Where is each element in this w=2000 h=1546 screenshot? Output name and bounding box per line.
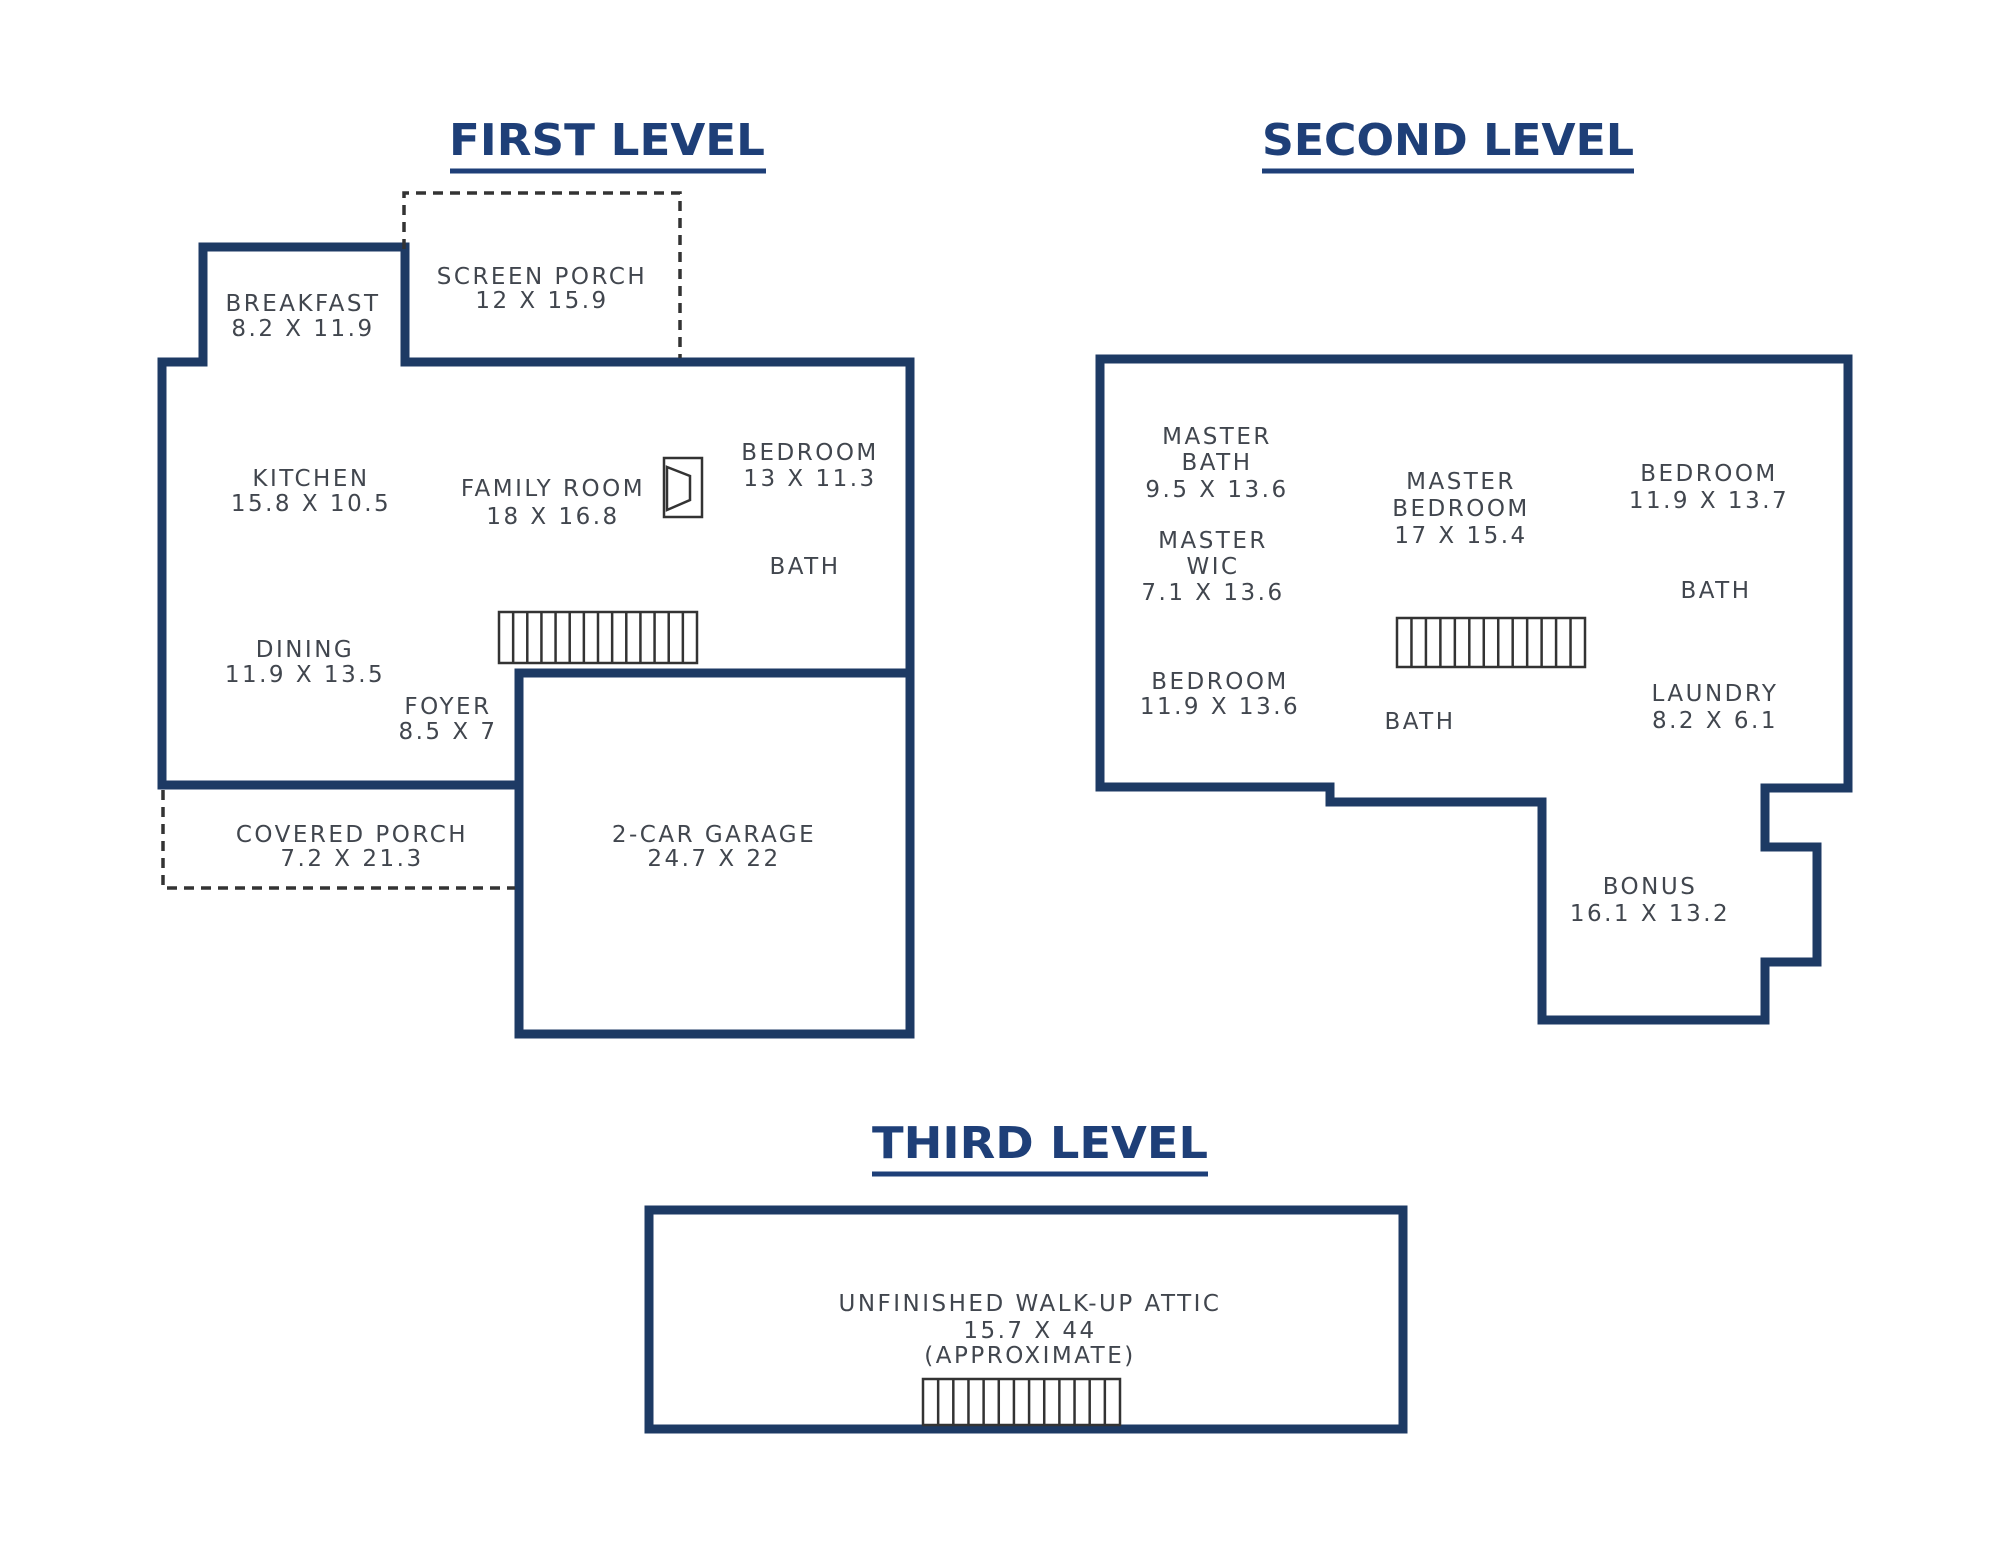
room-dims-master-bedroom: 17 X 15.4 xyxy=(1394,523,1527,549)
room-label-breakfast: BREAKFAST xyxy=(225,291,380,317)
second-level-plan: SECOND LEVEL MASTER BATH 9.5 X 13.6 MAST… xyxy=(1095,115,1853,1025)
first-level-walls xyxy=(157,242,915,790)
room-dims-family-room: 18 X 16.8 xyxy=(486,504,619,530)
room-label-master-wic-2: WIC xyxy=(1186,554,1239,580)
room-label-bath-right: BATH xyxy=(1680,578,1751,604)
room-label-bedroom-left: BEDROOM xyxy=(1151,669,1289,695)
room-label-dining: DINING xyxy=(256,637,355,663)
third-level-walls xyxy=(644,1205,1408,1434)
level-title-first: FIRST LEVEL xyxy=(449,115,765,166)
room-label-garage: 2-CAR GARAGE xyxy=(612,822,816,848)
room-label-bath-center: BATH xyxy=(1384,709,1455,735)
room-label-bonus: BONUS xyxy=(1603,874,1698,900)
room-label-covered-porch: COVERED PORCH xyxy=(236,822,468,848)
room-label-master-bath-1: MASTER xyxy=(1162,424,1272,450)
room-label-bath-first: BATH xyxy=(769,554,840,580)
room-label-family-room: FAMILY ROOM xyxy=(461,476,645,502)
room-dims-bedroom-first: 13 X 11.3 xyxy=(743,466,876,492)
third-level-plan: THIRD LEVEL UNFINISHED WALK-UP ATTIC 15.… xyxy=(644,1118,1408,1434)
room-label-master-wic-1: MASTER xyxy=(1158,528,1268,554)
room-label-attic: UNFINISHED WALK-UP ATTIC xyxy=(839,1291,1222,1317)
room-dims-master-bath: 9.5 X 13.6 xyxy=(1145,477,1288,503)
level-title-second: SECOND LEVEL xyxy=(1262,115,1634,166)
room-label-kitchen: KITCHEN xyxy=(252,466,369,492)
door-leaf xyxy=(665,465,692,512)
room-label-laundry: LAUNDRY xyxy=(1652,681,1779,707)
room-label-screen-porch: SCREEN PORCH xyxy=(437,264,647,290)
second-level-walls xyxy=(1095,354,1853,1025)
covered-porch-dashed-outline xyxy=(161,790,515,890)
level-title-third: THIRD LEVEL xyxy=(872,1118,1208,1169)
door-icon xyxy=(662,456,704,519)
room-dims-screen-porch: 12 X 15.9 xyxy=(475,288,608,314)
screen-porch-dashed-outline xyxy=(402,191,682,358)
garage-walls xyxy=(514,668,915,1039)
stairs-icon-second-level xyxy=(1395,616,1587,669)
room-dims-bedroom-right: 11.9 X 13.7 xyxy=(1629,488,1789,514)
room-label-bedroom-right: BEDROOM xyxy=(1640,461,1778,487)
room-label-bedroom-first: BEDROOM xyxy=(741,440,879,466)
room-dims-foyer: 8.5 X 7 xyxy=(398,719,497,745)
room-dims-master-wic: 7.1 X 13.6 xyxy=(1141,580,1284,606)
room-label-master-bedroom-1: MASTER xyxy=(1406,469,1516,495)
room-dims-kitchen: 15.8 X 10.5 xyxy=(231,491,391,517)
room-dims-breakfast: 8.2 X 11.9 xyxy=(231,316,374,342)
room-label-master-bath-2: BATH xyxy=(1181,450,1252,476)
room-dims-garage: 24.7 X 22 xyxy=(647,846,780,872)
room-dims-attic: 15.7 X 44 xyxy=(963,1318,1096,1344)
room-dims-bedroom-left: 11.9 X 13.6 xyxy=(1140,694,1300,720)
room-note-attic: (APPROXIMATE) xyxy=(924,1343,1135,1369)
room-dims-covered-porch: 7.2 X 21.3 xyxy=(280,846,423,872)
room-dims-bonus: 16.1 X 13.2 xyxy=(1570,901,1730,927)
room-label-foyer: FOYER xyxy=(404,694,491,720)
room-dims-laundry: 8.2 X 6.1 xyxy=(1652,708,1778,734)
room-dims-dining: 11.9 X 13.5 xyxy=(225,662,385,688)
first-level-plan: FIRST LEVEL BREAKFAST 8.2 X 11.9 SCREEN … xyxy=(157,115,915,1039)
room-label-master-bedroom-2: BEDROOM xyxy=(1392,496,1530,522)
stairs-icon-first-level xyxy=(497,610,699,665)
stairs-icon-third-level xyxy=(921,1377,1122,1427)
